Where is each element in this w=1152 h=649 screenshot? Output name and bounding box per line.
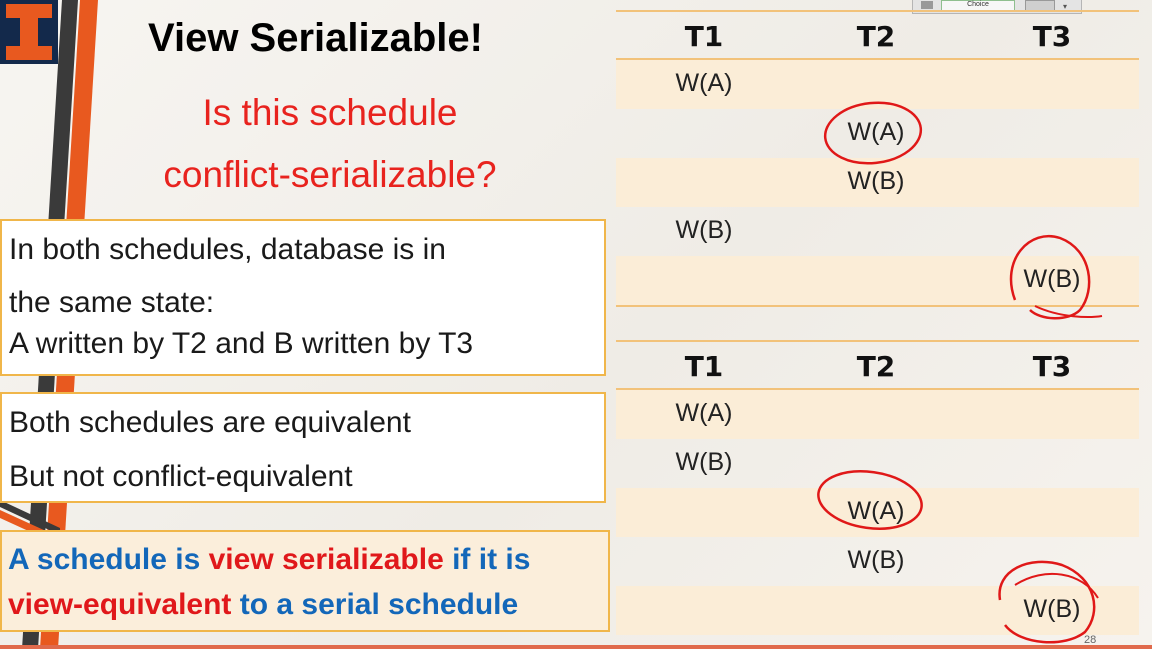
table-row: W(B) <box>616 207 1139 256</box>
table-row: W(A) <box>616 109 1139 158</box>
definition-text-2: if it is <box>443 543 531 576</box>
header-t3: T3 <box>1032 350 1072 383</box>
page-number: 28 <box>1084 634 1097 646</box>
question-line-1: Is this schedule <box>202 92 458 133</box>
cell: W(B) <box>847 546 905 574</box>
definition-line-2: view-equivalent to a serial schedule <box>8 582 608 627</box>
equivalence-line-1: Both schedules are equivalent <box>9 406 411 439</box>
explanation-line-2: the same state: <box>9 286 215 319</box>
video-progress-bar[interactable] <box>0 645 1152 649</box>
table-row: W(B) <box>616 256 1139 307</box>
chevron-down-icon[interactable]: ▾ <box>1063 2 1068 11</box>
table-row: W(B) <box>616 586 1139 635</box>
table-header: T1 T2 T3 <box>616 10 1139 60</box>
slide-title: View Serializable! <box>148 16 483 60</box>
cell: W(A) <box>675 69 733 97</box>
table-row: W(B) <box>616 158 1139 207</box>
schedule-table-2: T1 T2 T3 W(A) W(B) W(A) W(B) W(B) <box>616 340 1139 635</box>
definition-box: A schedule is view serializable if it is… <box>0 530 610 632</box>
cell: W(A) <box>847 497 905 525</box>
table-row: W(A) <box>616 488 1139 537</box>
definition-term: view serializable <box>208 543 444 576</box>
definition-term-2: view-equivalent <box>8 588 232 621</box>
table-row: W(B) <box>616 537 1139 586</box>
definition-text-1: A schedule is <box>8 543 209 576</box>
cell: W(B) <box>675 448 733 476</box>
header-t3: T3 <box>1032 20 1072 53</box>
header-t2: T2 <box>856 20 896 53</box>
equivalence-line-2: But not conflict-equivalent <box>9 460 353 493</box>
schedule-table-1: T1 T2 T3 W(A) W(A) W(B) W(B) W(B) <box>616 10 1139 307</box>
annotation-mark <box>1034 305 1103 318</box>
state-explanation-box: In both schedules, database is in the sa… <box>0 219 606 376</box>
header-t1: T1 <box>684 350 724 383</box>
cell: W(B) <box>1023 265 1081 293</box>
table-row: W(B) <box>616 439 1139 488</box>
table-row: W(A) <box>616 60 1139 109</box>
explanation-line-1: In both schedules, database is in <box>9 233 446 266</box>
explanation-line-3: A written by T2 and B written by T3 <box>9 327 474 360</box>
cell: W(B) <box>847 167 905 195</box>
table-header: T1 T2 T3 <box>616 340 1139 390</box>
cell: W(B) <box>675 216 733 244</box>
question-text: Is this schedule conflict-serializable? <box>120 82 540 206</box>
table-row: W(A) <box>616 390 1139 439</box>
cell: W(B) <box>1023 595 1081 623</box>
question-line-2: conflict-serializable? <box>163 154 497 195</box>
cell: W(A) <box>675 399 733 427</box>
definition-text-3: to a serial schedule <box>231 588 519 621</box>
cell: W(A) <box>847 118 905 146</box>
university-logo <box>0 0 58 64</box>
equivalence-box: Both schedules are equivalent But not co… <box>0 392 606 503</box>
header-t2: T2 <box>856 350 896 383</box>
screen-icon[interactable] <box>921 1 933 9</box>
header-t1: T1 <box>684 20 724 53</box>
definition-line-1: A schedule is view serializable if it is <box>8 537 608 582</box>
